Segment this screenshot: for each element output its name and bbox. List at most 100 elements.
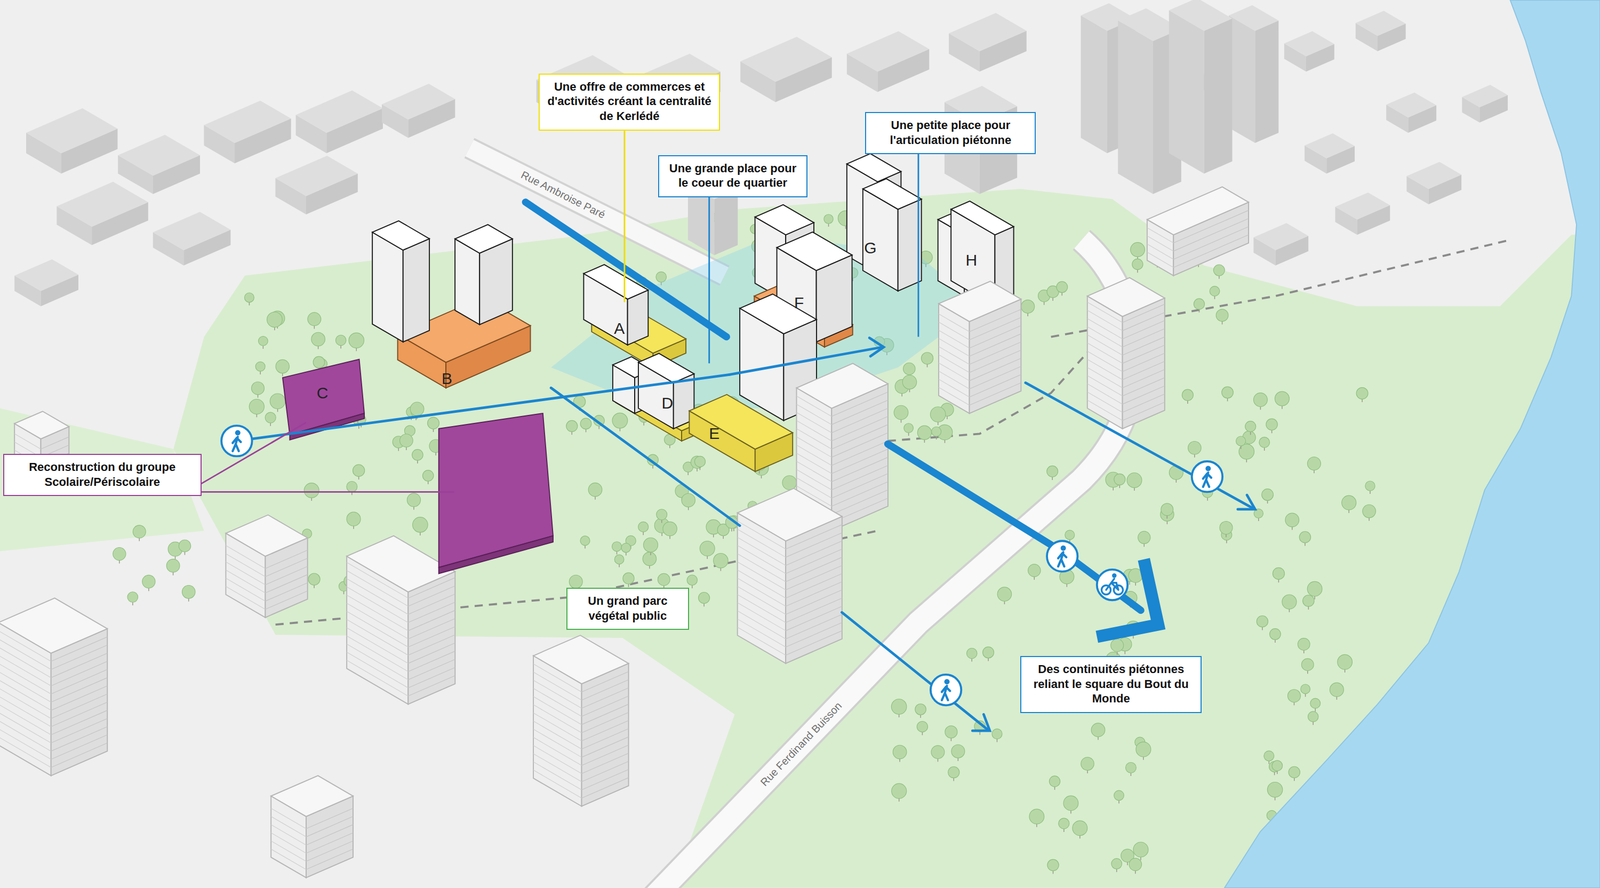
context-building (1117, 20, 1154, 194)
callout-text: Une offre de commerces et d'activités cr… (546, 79, 713, 124)
project-building (938, 281, 1021, 322)
tree (410, 402, 424, 416)
context-building (1461, 84, 1508, 108)
tree (1056, 281, 1068, 293)
context-building (0, 646, 52, 678)
context-building (533, 753, 582, 782)
tree (1356, 387, 1368, 400)
project-building (1087, 384, 1123, 405)
context-building (533, 745, 582, 774)
context-building (203, 100, 291, 164)
project-building (785, 565, 843, 590)
project-building (737, 529, 786, 558)
tree (1259, 437, 1270, 448)
tree (265, 412, 276, 423)
project-building (831, 416, 888, 442)
project-building (777, 232, 853, 271)
project-building (862, 178, 922, 291)
tree (1126, 473, 1142, 488)
context-building (581, 728, 629, 749)
context-building (408, 651, 455, 672)
context-building (381, 83, 455, 120)
pedestrian-route (729, 347, 883, 375)
road (469, 148, 1134, 888)
route-icon (1192, 461, 1223, 492)
context-building (1147, 244, 1174, 260)
context-building (51, 710, 108, 735)
context-building (14, 411, 69, 439)
tree (346, 481, 358, 493)
project-building (1087, 392, 1123, 413)
context-building (0, 663, 52, 694)
project-building (938, 322, 970, 340)
project-building (479, 238, 513, 325)
context-building (581, 737, 629, 758)
park-ground (0, 408, 205, 552)
context-building (0, 712, 52, 743)
leader-line (917, 150, 920, 337)
building-letter: H (965, 252, 978, 269)
context-building (408, 585, 455, 606)
tree (891, 699, 907, 715)
project-building (1122, 385, 1165, 404)
tree (1329, 682, 1344, 697)
context-building (581, 671, 629, 692)
pedestrian-route (1025, 382, 1254, 509)
project-building (831, 408, 888, 434)
building-letter: C (316, 385, 329, 402)
context-building (1355, 10, 1406, 52)
project-building (737, 627, 786, 656)
context-building (56, 181, 148, 227)
context-building (117, 134, 200, 176)
context-building (1253, 222, 1309, 266)
project-building (737, 537, 786, 566)
context-building (51, 726, 108, 751)
project-building (785, 557, 843, 582)
tree (1302, 595, 1315, 607)
context-building (948, 12, 1027, 72)
tree (698, 592, 710, 604)
leader-line (201, 422, 307, 484)
tree (1081, 757, 1094, 771)
tree (1114, 473, 1126, 485)
project-building (938, 387, 970, 405)
tree (1307, 457, 1321, 471)
context-building (581, 761, 629, 782)
context-building (381, 83, 455, 138)
context-building (51, 644, 108, 670)
context-building (1081, 15, 1108, 154)
context-building (0, 688, 52, 719)
project-building (938, 281, 1021, 414)
project-building (737, 488, 843, 542)
tree (1188, 441, 1202, 455)
project-building (796, 469, 832, 490)
project-building (1087, 302, 1123, 323)
tree (638, 521, 649, 532)
tree (269, 393, 286, 410)
context-building (533, 721, 582, 750)
context-building (270, 775, 354, 878)
tree (1307, 711, 1318, 722)
route-icon (1097, 569, 1128, 600)
context-building (270, 816, 307, 837)
context-building (1284, 31, 1335, 72)
context-building (51, 742, 108, 768)
tree (699, 541, 715, 557)
street-name: Rue Ferdinand Buisson (758, 700, 844, 788)
context-building (408, 643, 455, 664)
tree (1058, 818, 1070, 829)
project-building (1087, 318, 1123, 339)
street-name: Rue Ambroise Paré (519, 169, 607, 221)
context-building (1228, 5, 1279, 31)
tree (1216, 309, 1229, 322)
context-building (51, 636, 108, 662)
tree (1213, 264, 1225, 276)
project-building (372, 220, 430, 251)
building-letter: D (661, 395, 674, 412)
project-building (785, 622, 843, 647)
context-building (408, 667, 455, 688)
tree (621, 542, 631, 553)
tree (657, 573, 670, 586)
context-building (306, 832, 354, 853)
tree (1047, 859, 1059, 871)
